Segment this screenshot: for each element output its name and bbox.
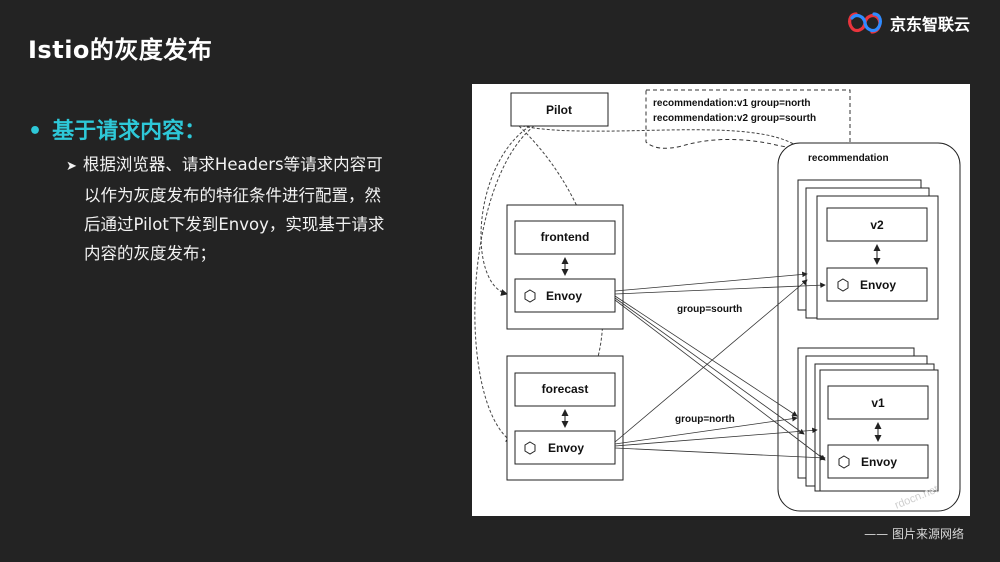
forecast-envoy-hex-icon: [524, 441, 536, 455]
brand-name: 京东智联云: [889, 15, 970, 34]
pilot-label: Pilot: [546, 103, 572, 117]
image-source-note: —— 图片来源网络: [864, 527, 964, 541]
pilot-box: [510, 92, 609, 127]
frontend-to-v2-arrow-1: [614, 271, 808, 292]
frontend-to-v1-arrow-3: [614, 299, 826, 461]
rule-v2: recommendation:v2 group=sourth: [653, 113, 816, 124]
frontend-label: frontend: [541, 230, 590, 244]
frontend-envoy-label: Envoy: [546, 289, 582, 303]
v2-envoy-hex-icon: [837, 278, 849, 292]
sub-line-3: 后通过Pilot下发到Envoy，实现基于请求: [84, 215, 385, 234]
slide-title: Istio的灰度发布: [28, 36, 213, 64]
v2-envoy-box: [826, 267, 928, 302]
recommendation-label: recommendation: [808, 153, 889, 164]
sub-line-4: 内容的灰度发布；: [84, 244, 216, 263]
frontend-envoy-box: [514, 278, 616, 313]
istio-diagram: Pilot recommendation:v1 group=north reco…: [472, 84, 970, 516]
bullet-dot-icon: •: [28, 119, 43, 144]
forecast-to-v1-arrow-2: [614, 427, 818, 447]
v2-envoy-label: Envoy: [860, 278, 896, 292]
sub-line-1: 根据浏览器、请求Headers等请求内容可: [82, 155, 383, 174]
v1-box: [827, 385, 929, 420]
frontend-to-v1-arrow-2: [614, 297, 805, 435]
forecast-to-v2-arrow-1: [614, 279, 808, 443]
jd-cloud-logo-icon: [848, 12, 882, 34]
frontend-to-v2-arrow-2: [614, 282, 826, 295]
frontend-box: [514, 220, 616, 255]
rule-v1: recommendation:v1 group=north: [653, 98, 811, 109]
sub-line-2: 以作为灰度发布的特征条件进行配置，然: [84, 186, 381, 205]
forecast-box: [514, 372, 616, 407]
arrow-bullet-icon: ➤: [66, 159, 77, 174]
v1-envoy-label: Envoy: [861, 455, 897, 469]
brand-logo: 京东智联云: [846, 10, 970, 36]
edge-label-north: group=north: [675, 414, 735, 425]
edge-label-south: group=sourth: [677, 304, 742, 315]
v1-label: v1: [871, 396, 885, 410]
pilot-to-frontend-curve: [480, 125, 531, 296]
forecast-envoy-label: Envoy: [548, 441, 584, 455]
forecast-envoy-box: [514, 430, 616, 465]
diagram-canvas: Pilot recommendation:v1 group=north reco…: [474, 89, 961, 512]
pilot-to-forecast-curve: [474, 125, 535, 443]
bullet-heading: • 基于请求内容：: [28, 113, 206, 145]
forecast-to-v1-arrow-3: [614, 447, 826, 461]
frontend-to-v1-arrow-1: [614, 295, 798, 417]
v2-label: v2: [870, 218, 884, 232]
sub-paragraph: ➤ 根据浏览器、请求Headers等请求内容可 以作为灰度发布的特征条件进行配置，…: [66, 150, 436, 268]
forecast-label: forecast: [542, 382, 589, 396]
forecast-to-v1-arrow-1: [614, 415, 798, 445]
v2-box: [826, 207, 928, 242]
v1-envoy-hex-icon: [838, 455, 850, 469]
bullet-text: 基于请求内容：: [52, 119, 207, 144]
frontend-envoy-hex-icon: [524, 289, 536, 303]
v1-envoy-box: [827, 444, 929, 479]
